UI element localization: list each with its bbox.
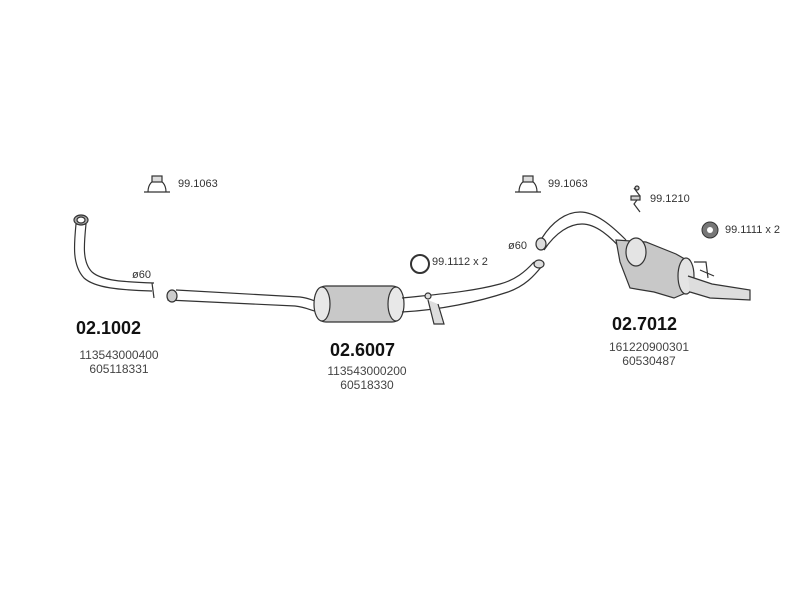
hanger-icon (630, 185, 641, 213)
part-number-middle-muffler: 02.6007 (330, 340, 396, 360)
middle-muffler-refs: 113543000200 60518330 (310, 364, 424, 392)
mount-label: 99.1111 x 2 (725, 224, 781, 236)
clamp-2-icon (515, 175, 541, 193)
ref-code: 60518330 (340, 378, 394, 392)
part-number-rear-muffler: 02.7012 (612, 314, 678, 334)
ring-icon (410, 254, 430, 274)
mid-diameter-label: ø60 (508, 240, 527, 252)
clamp-2-label: 99.1063 (548, 178, 588, 190)
ref-code: 60530487 (622, 354, 676, 368)
front-pipe-refs: 113543000400 605118331 (62, 348, 176, 376)
hanger-label: 99.1210 (650, 193, 690, 205)
rear-muffler (535, 211, 751, 301)
ref-code: 113543000200 (327, 364, 407, 378)
part-number-front-pipe: 02.1002 (76, 318, 142, 338)
ref-code: 113543000400 (79, 348, 159, 362)
rear-muffler-refs: 161220900301 60530487 (592, 340, 706, 368)
mount-icon (701, 221, 719, 239)
front-pipe (73, 214, 155, 299)
ref-code: 161220900301 (608, 340, 690, 354)
front-diameter-label: ø60 (132, 269, 151, 281)
clamp-1-icon (144, 175, 170, 193)
ring-label: 99.1112 x 2 (432, 256, 488, 268)
ref-code: 605118331 (89, 362, 149, 376)
middle-muffler-pipe (166, 259, 545, 325)
clamp-1-label: 99.1063 (178, 178, 218, 190)
